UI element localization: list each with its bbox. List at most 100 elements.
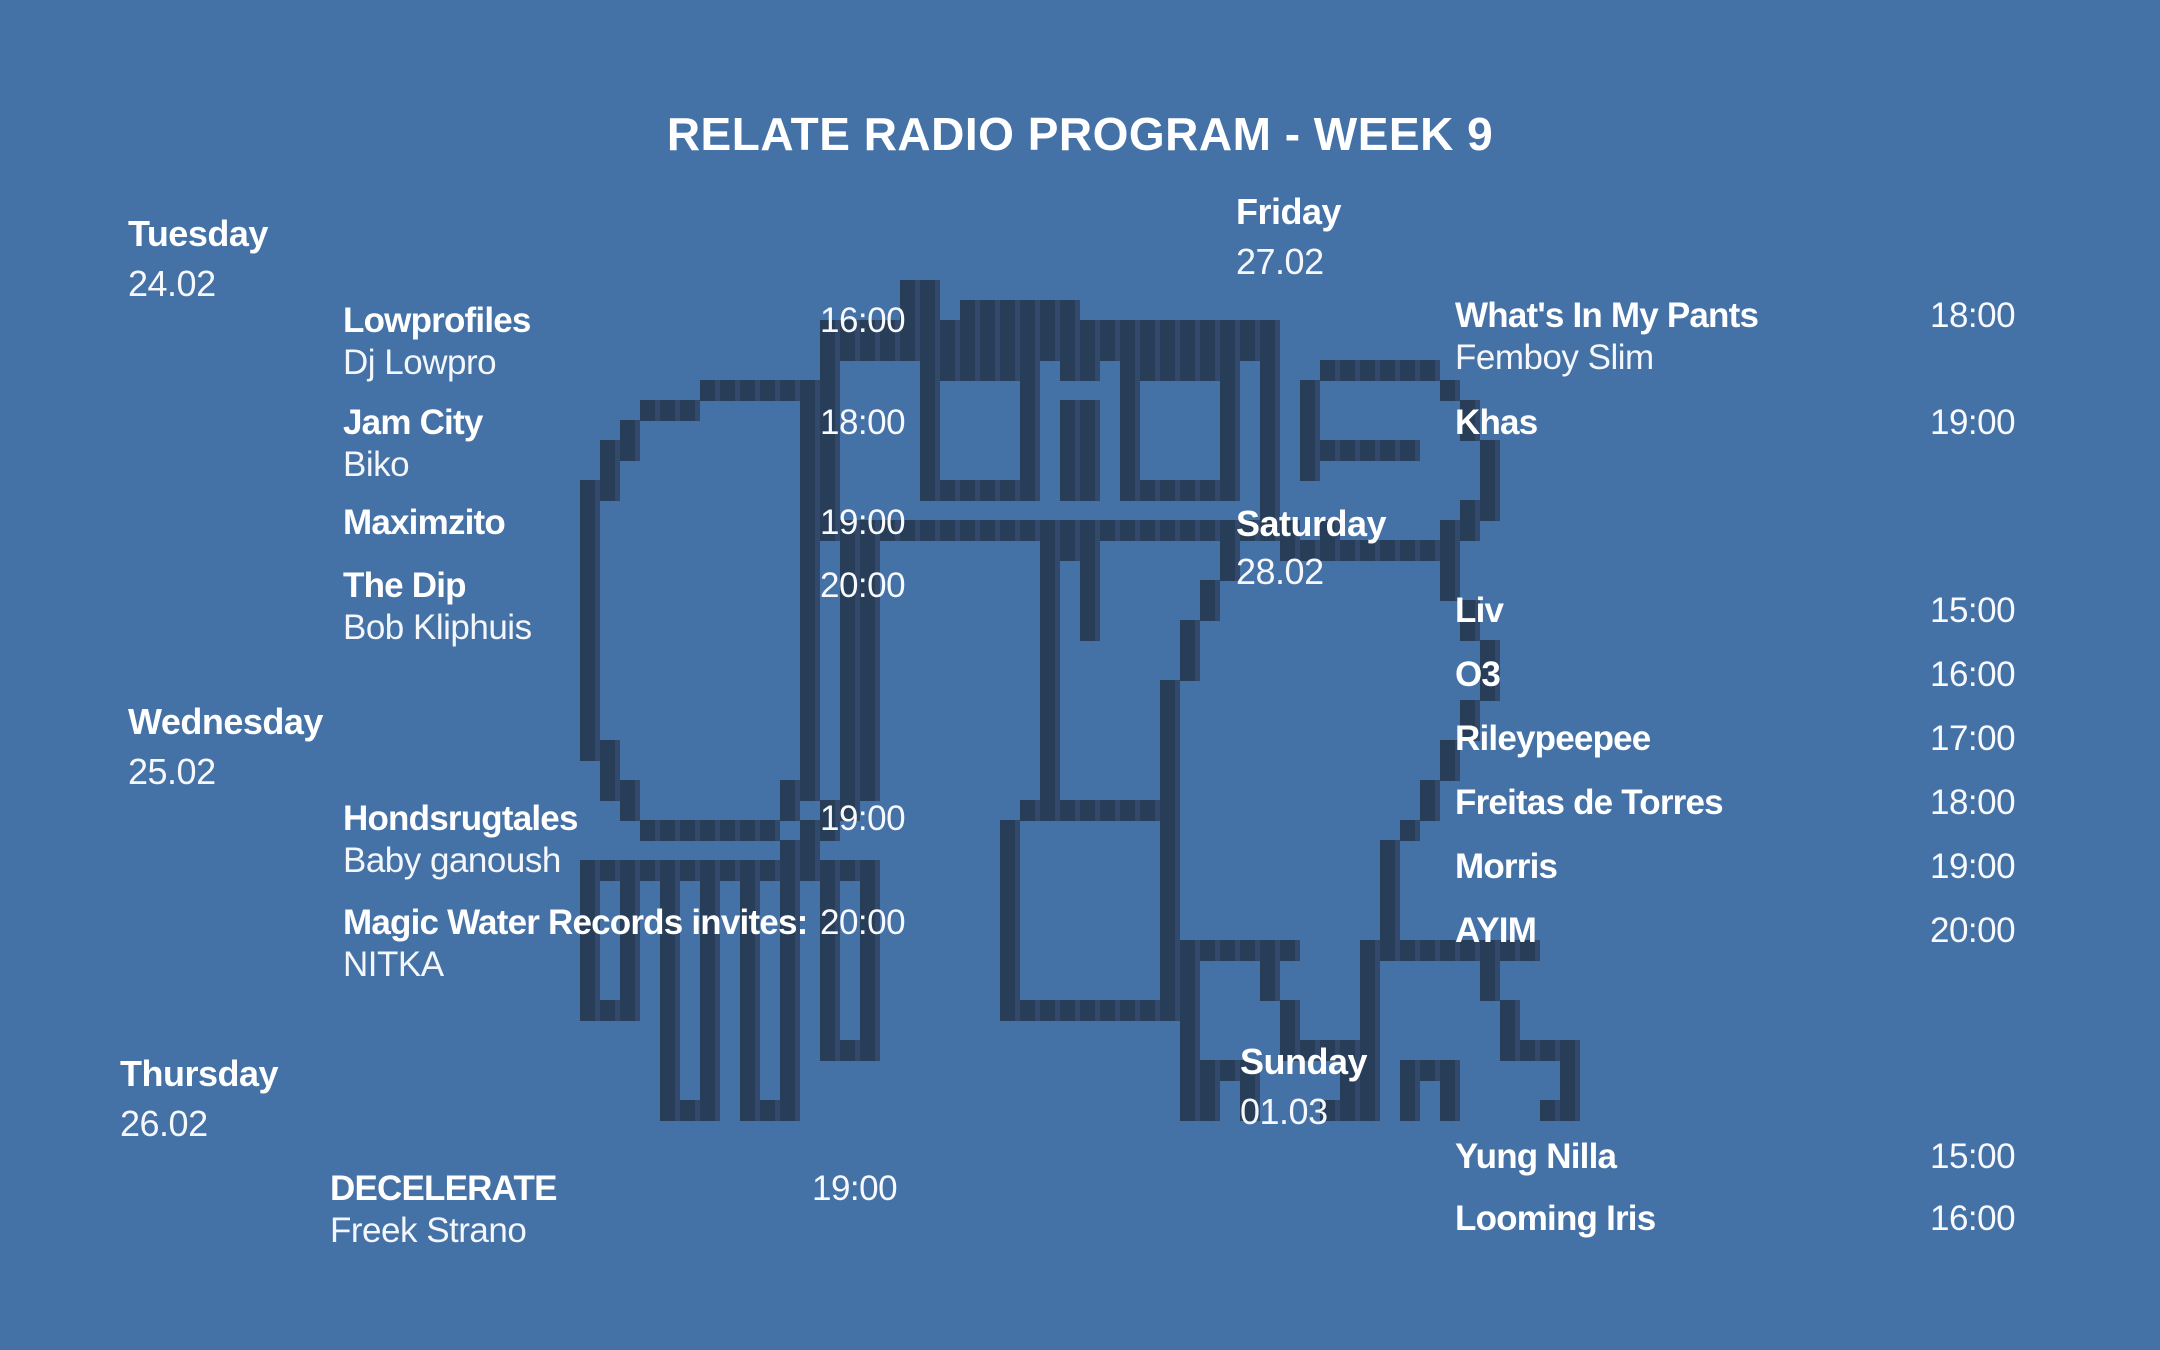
pixel-block xyxy=(1160,700,1180,721)
pixel-block xyxy=(1040,720,1060,741)
pixel-block xyxy=(600,440,640,461)
pixel-block xyxy=(1160,860,1180,881)
pixel-block xyxy=(660,1100,720,1121)
show-artist: Bob Kliphuis xyxy=(343,608,532,647)
pixel-block xyxy=(1200,580,1220,601)
pixel-block xyxy=(1060,420,1100,441)
pixel-block xyxy=(1320,1100,1380,1121)
pixel-block xyxy=(1480,980,1500,1001)
pixel-block xyxy=(580,640,600,661)
pixel-block xyxy=(860,1020,880,1041)
pixel-block xyxy=(860,940,880,961)
pixel-block xyxy=(740,940,760,961)
pixel-block xyxy=(740,1080,760,1101)
pixel-block xyxy=(660,1000,680,1021)
pixel-block xyxy=(840,700,880,721)
pixel-block xyxy=(780,880,800,901)
pixel-block xyxy=(840,680,880,701)
show-artist: NITKA xyxy=(343,945,444,984)
day-label: Saturday xyxy=(1236,503,1387,544)
pixel-block xyxy=(1000,980,1020,1001)
day-label: Sunday xyxy=(1240,1041,1368,1082)
pixel-block xyxy=(1000,840,1020,861)
day-label: Wednesday xyxy=(128,701,323,742)
day-date: 27.02 xyxy=(1236,241,1324,282)
pixel-block xyxy=(840,720,880,741)
pixel-block xyxy=(620,920,640,941)
pixel-block xyxy=(1440,1100,1460,1121)
pixel-block xyxy=(1460,400,1480,421)
pixel-block xyxy=(660,1060,680,1081)
pixel-block xyxy=(1040,540,1100,561)
pixel-block xyxy=(1060,400,1100,421)
pixel-block xyxy=(800,560,820,581)
pixel-block xyxy=(1180,640,1200,661)
pixel-block xyxy=(820,360,840,381)
pixel-block xyxy=(1460,620,1480,641)
pixel-block xyxy=(580,560,600,581)
pixel-block xyxy=(1300,400,1320,421)
pixel-block xyxy=(580,540,600,561)
pixel-block xyxy=(780,840,820,861)
pixel-block xyxy=(780,1040,800,1061)
pixel-block xyxy=(1560,1080,1580,1101)
pixel-block xyxy=(1020,440,1040,461)
pixel-block xyxy=(1380,860,1400,881)
show-artist: Baby ganoush xyxy=(343,841,561,880)
pixel-block xyxy=(600,460,620,481)
pixel-block xyxy=(820,940,840,961)
pixel-block xyxy=(960,300,1080,321)
pixel-block xyxy=(580,720,600,741)
day-date: 01.03 xyxy=(1240,1091,1328,1132)
pixel-block xyxy=(800,440,840,461)
pixel-block xyxy=(920,480,1040,501)
pixel-block xyxy=(800,640,820,661)
pixel-block xyxy=(1160,940,1300,961)
show-name: Yung Nilla xyxy=(1455,1137,1617,1176)
pixel-block xyxy=(860,960,880,981)
pixel-block xyxy=(1160,760,1180,781)
pixel-block xyxy=(820,340,1280,361)
pixel-block xyxy=(1360,1020,1380,1041)
pixel-block xyxy=(1460,420,1480,441)
pixel-block xyxy=(860,880,880,901)
show-name: Rileypeepee xyxy=(1455,719,1651,758)
pixel-block xyxy=(1040,600,1060,621)
pixel-block xyxy=(1180,660,1200,681)
pixel-block xyxy=(1040,560,1060,581)
show-artist: Biko xyxy=(343,445,410,484)
pixel-block xyxy=(1340,1060,1380,1081)
pixel-block xyxy=(700,900,720,921)
pixel-block xyxy=(600,780,640,801)
pixel-block xyxy=(700,1060,720,1081)
pixel-block xyxy=(660,960,680,981)
pixel-block xyxy=(700,380,840,401)
pixel-block xyxy=(1040,620,1060,641)
pixel-block xyxy=(580,740,620,761)
pixel-block xyxy=(1040,660,1060,681)
pixel-block xyxy=(1480,460,1500,481)
pixel-block xyxy=(1160,720,1180,741)
pixel-block xyxy=(820,980,840,1001)
pixel-block xyxy=(1160,920,1180,941)
pixel-block xyxy=(1160,740,1180,761)
pixel-block xyxy=(800,400,840,421)
show-name: Magic Water Records invites: xyxy=(343,903,808,942)
pixel-block xyxy=(1120,440,1140,461)
pixel-block xyxy=(1480,480,1500,501)
pixel-block xyxy=(1080,560,1100,581)
pixel-block xyxy=(1380,880,1400,901)
show-artist: Freek Strano xyxy=(330,1211,527,1250)
pixel-block xyxy=(580,880,600,901)
pixel-block xyxy=(1120,400,1140,421)
pixel-block xyxy=(800,500,840,521)
pixel-block xyxy=(780,800,800,821)
day-date: 28.02 xyxy=(1236,551,1324,592)
pixel-block xyxy=(1480,640,1500,661)
pixel-block xyxy=(1300,460,1320,481)
show-time: 20:00 xyxy=(820,566,906,605)
pixel-block xyxy=(920,440,940,461)
pixel-block xyxy=(740,1100,800,1121)
pixel-block xyxy=(580,940,600,961)
